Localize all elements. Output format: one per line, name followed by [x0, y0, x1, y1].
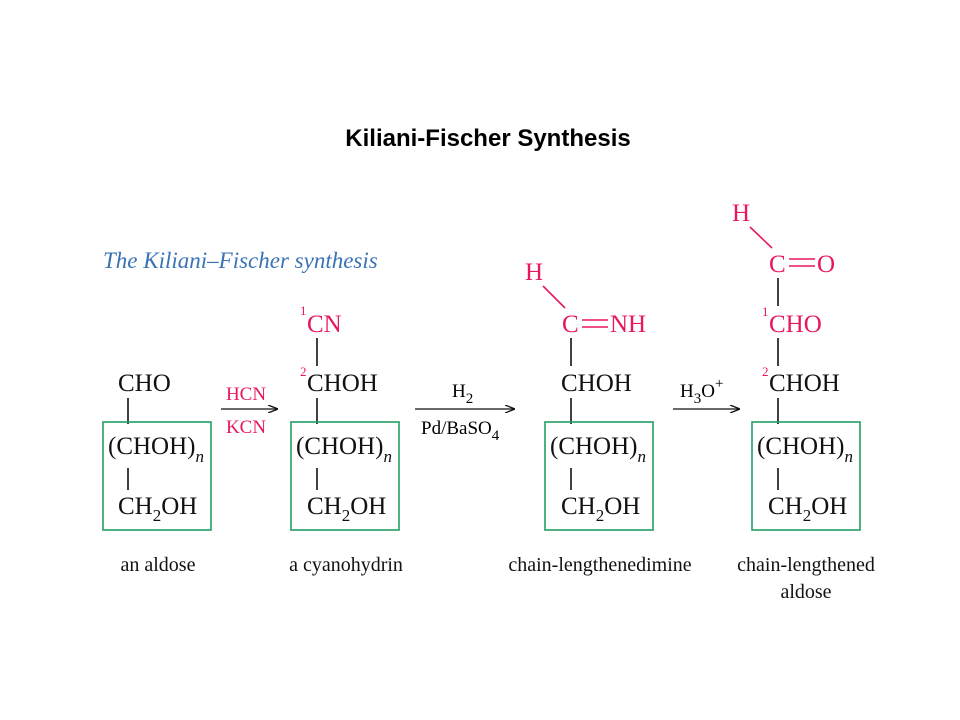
imine-h-atom: H — [525, 259, 543, 286]
aldose-chain-group: (CHOH)n — [108, 433, 204, 466]
aldose2-h-atom: H — [732, 200, 750, 227]
compound-imine: H C NH CHOH (CHOH)n CH2OH chain-lengthen… — [508, 259, 691, 576]
compound-cyanohydrin: 1 CN 2 CHOH (CHOH)n CH2OH a cyanohydrin — [289, 303, 403, 576]
imine-ch2oh-group: CH2OH — [561, 493, 640, 525]
diagram-subtitle: The Kiliani–Fischer synthesis — [103, 248, 378, 273]
imine-c-atom: C — [562, 311, 579, 338]
aldose2-chain-group: (CHOH)n — [757, 433, 853, 466]
reaction-step-1: HCN KCN — [221, 384, 277, 438]
reagent-pd-baso4: Pd/BaSO4 — [421, 418, 500, 444]
aldose2-c-atom: C — [769, 251, 786, 278]
aldose2-choh-group: CHOH — [769, 370, 840, 397]
aldose-box — [102, 421, 212, 531]
cyanohydrin-cn-group: CN — [307, 311, 342, 338]
cyanohydrin-box — [290, 421, 400, 531]
caption-lengthened-aldose-line-2: aldose — [780, 581, 831, 603]
carbon-number-1: 1 — [300, 303, 307, 318]
imine-choh-group: CHOH — [561, 370, 632, 397]
aldose2-o-atom: O — [817, 251, 835, 278]
reaction-step-3: H3O+ — [673, 376, 739, 409]
page-title: Kiliani-Fischer Synthesis — [345, 125, 630, 152]
aldose-cho-group: CHO — [118, 370, 171, 397]
aldose2-cho-group: CHO — [769, 311, 822, 338]
cyanohydrin-choh-group: CHOH — [307, 370, 378, 397]
caption-lengthened-aldose-line-1: chain-lengthened — [737, 554, 875, 576]
caption-cyanohydrin: a cyanohydrin — [289, 554, 403, 576]
cyanohydrin-ch2oh-group: CH2OH — [307, 493, 386, 525]
aldose2-h-bond — [749, 226, 773, 249]
aldose2-box — [751, 421, 861, 531]
imine-h-bond — [542, 285, 566, 309]
reagent-kcn: KCN — [226, 417, 266, 438]
aldose-ch2oh-group: CH2OH — [118, 493, 197, 525]
cyanohydrin-chain-group: (CHOH)n — [296, 433, 392, 466]
imine-chain-group: (CHOH)n — [550, 433, 646, 466]
reagent-hcn: HCN — [226, 384, 266, 405]
compound-lengthened-aldose: H C O 1 CHO 2 CHOH (CHOH)n CH2OH chain-l… — [732, 200, 875, 603]
caption-aldose: an aldose — [121, 554, 196, 576]
imine-box — [544, 421, 654, 531]
reagent-h2: H2 — [452, 381, 473, 407]
aldose2-ch2oh-group: CH2OH — [768, 493, 847, 525]
compound-aldose: CHO (CHOH)n CH2OH an aldose — [102, 370, 212, 576]
imine-nh-group: NH — [610, 311, 646, 338]
reaction-step-2: H2 Pd/BaSO4 — [415, 381, 514, 444]
aldose2-carbon-number-2: 2 — [762, 364, 769, 379]
aldose2-carbon-number-1: 1 — [762, 304, 769, 319]
reagent-h3o: H3O+ — [680, 376, 723, 407]
caption-imine: chain-lengthenedimine — [508, 554, 691, 576]
carbon-number-2: 2 — [300, 364, 307, 379]
